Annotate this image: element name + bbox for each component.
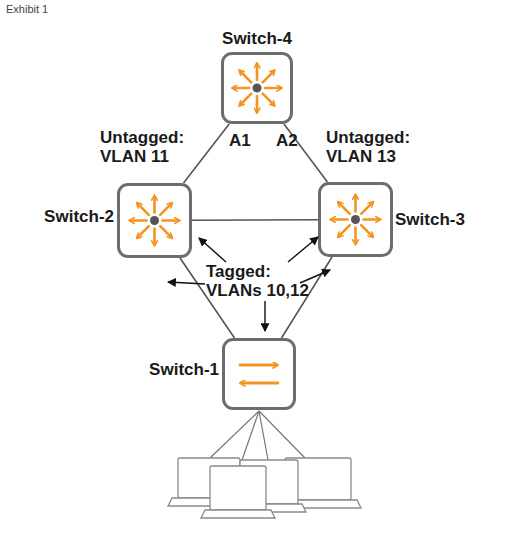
icon-part bbox=[240, 460, 298, 504]
network-link bbox=[192, 219, 318, 221]
icon-part bbox=[240, 411, 259, 466]
switch-name: Switch-3 bbox=[395, 210, 465, 230]
distribution-switch: Switch-3 bbox=[318, 182, 393, 257]
icon-part bbox=[199, 238, 226, 262]
core-switch: Switch-4 bbox=[221, 52, 293, 124]
icon-part bbox=[259, 411, 305, 458]
switch-name: Switch-1 bbox=[149, 360, 219, 380]
vlan-note: Untagged: VLAN 11 bbox=[100, 128, 195, 166]
icon-part bbox=[288, 237, 318, 262]
icon-part bbox=[275, 500, 361, 508]
switch-name: Switch-4 bbox=[222, 29, 292, 49]
icon-part bbox=[210, 466, 266, 510]
icon-part bbox=[259, 411, 268, 460]
laptop-icons bbox=[168, 458, 361, 518]
port-label: A1 bbox=[229, 131, 259, 150]
icon-part bbox=[201, 510, 275, 518]
distribution-switch: Switch-2 bbox=[117, 183, 192, 258]
callout-arrows bbox=[168, 237, 330, 331]
network-link bbox=[184, 124, 230, 183]
icon-part bbox=[168, 498, 250, 506]
icon-part bbox=[232, 504, 306, 512]
vlan-note: Untagged: VLAN 13 bbox=[326, 128, 426, 166]
icon-part bbox=[168, 282, 205, 284]
access-switch: Switch-1 bbox=[222, 338, 296, 410]
exhibit-title: Exhibit 1 bbox=[6, 3, 48, 15]
icon-part bbox=[178, 458, 240, 498]
port-label: A2 bbox=[276, 131, 306, 150]
switch-name: Switch-2 bbox=[44, 207, 114, 227]
icon-part bbox=[264, 301, 265, 331]
access-wires bbox=[210, 411, 305, 466]
vlan-note: Tagged: VLANs 10,12 bbox=[206, 262, 310, 300]
icon-part bbox=[285, 458, 351, 500]
icon-part bbox=[210, 411, 259, 458]
